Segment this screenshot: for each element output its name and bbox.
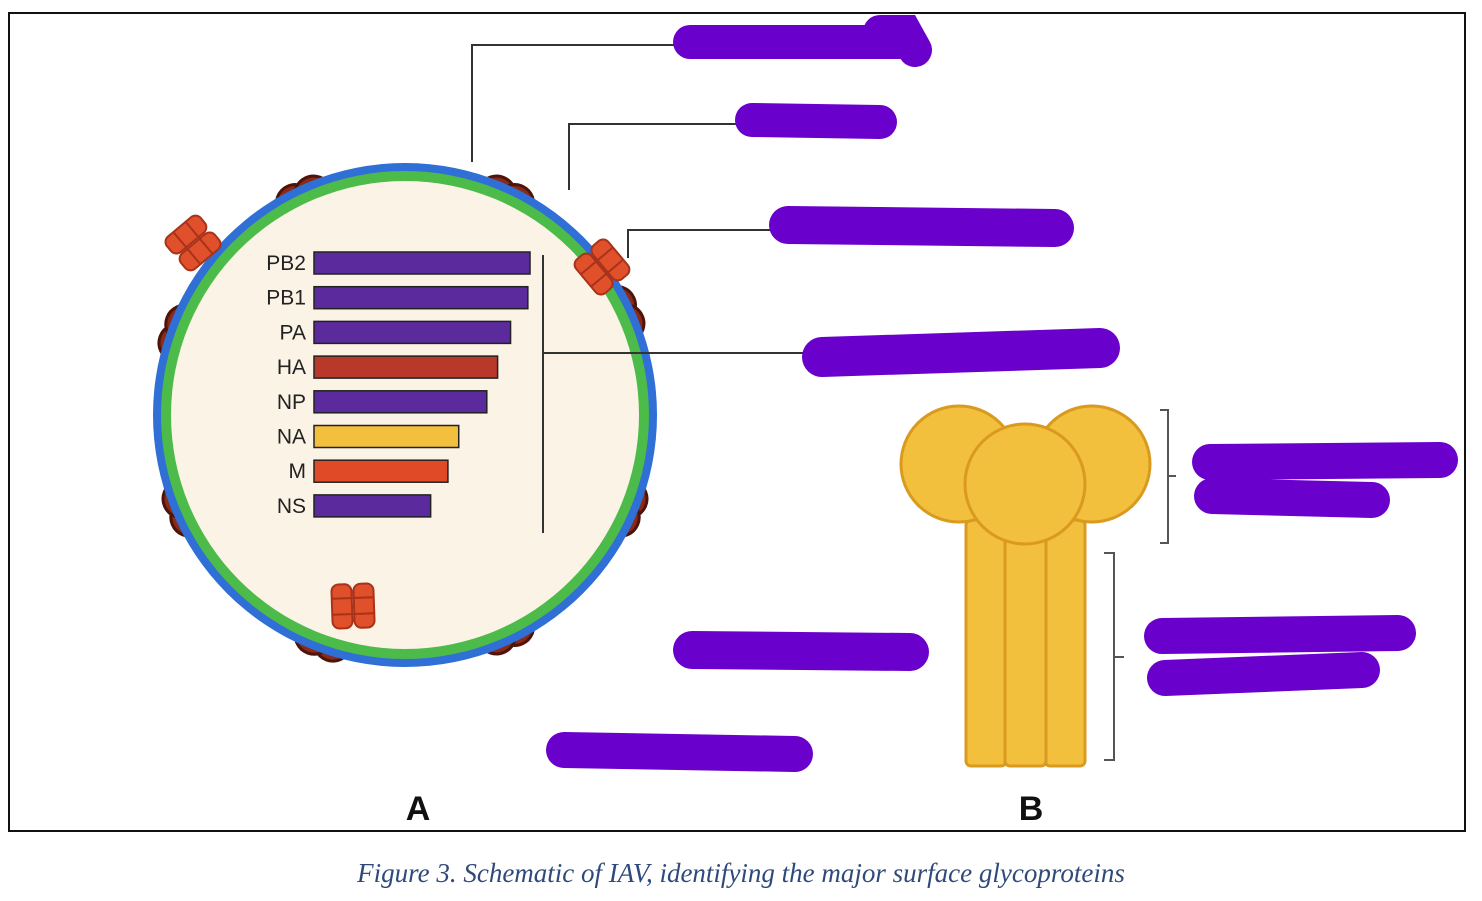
segment-bar-ns bbox=[313, 494, 432, 518]
virion-interior bbox=[171, 181, 639, 649]
segment-bar-np bbox=[313, 390, 488, 414]
panel-b-label: B bbox=[1019, 790, 1044, 828]
panel-b-brackets bbox=[1104, 409, 1176, 761]
segment-label-m: M bbox=[289, 460, 307, 483]
leader-lines bbox=[471, 44, 815, 354]
segment-label-np: NP bbox=[277, 391, 306, 414]
segment-label-pa: PA bbox=[280, 321, 306, 344]
segment-label-pb2: PB2 bbox=[266, 252, 306, 275]
m2-channel-bottom bbox=[330, 582, 376, 630]
ha-trimer-detail bbox=[899, 404, 1152, 768]
segment-label-na: NA bbox=[277, 426, 306, 449]
segment-bar-na bbox=[313, 424, 460, 449]
redacted-labels bbox=[546, 15, 1458, 772]
segment-bar-ha bbox=[313, 355, 499, 379]
panel-a-label: A bbox=[406, 790, 431, 828]
segment-bar-pb2 bbox=[313, 251, 531, 275]
segment-bar-m bbox=[313, 459, 449, 483]
segment-label-pb1: PB1 bbox=[266, 287, 306, 310]
segment-bar-pb1 bbox=[313, 285, 529, 310]
segment-label-ns: NS bbox=[277, 495, 306, 518]
figure-caption: Figure 3. Schematic of IAV, identifying … bbox=[357, 858, 1125, 888]
segment-label-ha: HA bbox=[277, 356, 306, 379]
segment-bar-pa bbox=[313, 320, 512, 345]
